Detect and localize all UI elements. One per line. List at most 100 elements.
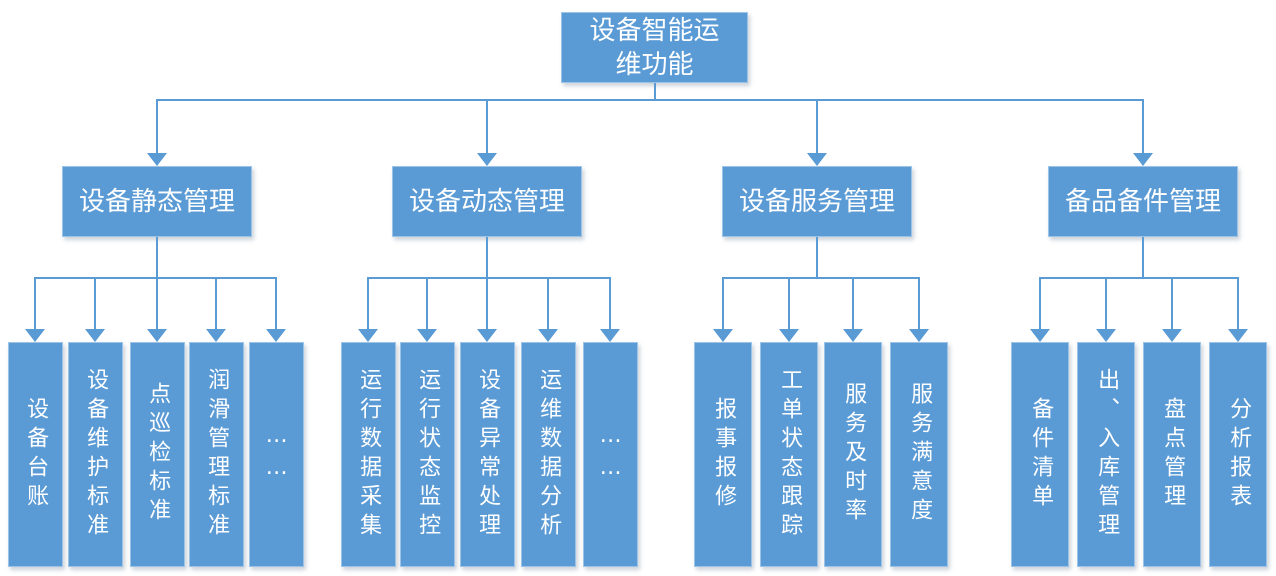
branch-node: 设备服务管理: [722, 166, 912, 237]
arrow-down-icon: [266, 329, 286, 342]
leaf-node-label: 运行数据采集: [356, 367, 382, 542]
arrow-down-icon: [600, 329, 620, 342]
leaf-node-label: 分析报表: [1226, 396, 1252, 513]
leaf-node: 设备台账: [7, 342, 63, 567]
leaf-node-label: 报事报修: [711, 396, 737, 513]
connector-line-vertical: [816, 237, 818, 278]
leaf-node: ……: [582, 342, 638, 567]
connector-line-vertical: [156, 237, 158, 278]
connector-line-vertical: [215, 278, 217, 331]
leaf-node-label: 工单状态跟踪: [777, 367, 803, 542]
branch-node-label: 备品备件管理: [1064, 186, 1221, 217]
branch-node: 备品备件管理: [1048, 166, 1238, 237]
leaf-node: 点巡检标准: [129, 342, 185, 567]
leaf-node: 运行数据采集: [340, 342, 396, 567]
leaf-node-label: 服务满意度: [907, 382, 933, 527]
connector-line-vertical: [486, 278, 488, 331]
branch-node-label: 设备静态管理: [78, 186, 235, 217]
arrow-down-icon: [807, 153, 827, 166]
arrow-down-icon: [1096, 329, 1116, 342]
arrow-down-icon: [147, 329, 167, 342]
leaf-node: 润滑管理标准: [188, 342, 244, 567]
leaf-node: 运行状态监控: [399, 342, 455, 567]
connector-line-vertical: [34, 278, 36, 331]
connector-line-horizontal: [156, 99, 1144, 101]
leaf-node-label: 运维数据分析: [536, 367, 562, 542]
connector-line-vertical: [156, 100, 158, 155]
arrow-down-icon: [538, 329, 558, 342]
leaf-node-label: 运行状态监控: [415, 367, 441, 542]
leaf-node: 盘点管理: [1143, 342, 1201, 567]
leaf-node-label: 备件清单: [1028, 396, 1054, 513]
leaf-node: 运维数据分析: [520, 342, 576, 567]
leaf-node-label: 润滑管理标准: [204, 367, 230, 542]
leaf-node: 服务满意度: [890, 342, 948, 567]
leaf-node: 分析报表: [1209, 342, 1267, 567]
connector-line-horizontal: [34, 277, 277, 279]
arrow-down-icon: [477, 329, 497, 342]
connector-line-vertical: [367, 278, 369, 331]
leaf-node: 报事报修: [694, 342, 752, 567]
connector-line-vertical: [1142, 100, 1144, 155]
connector-line-vertical: [1105, 278, 1107, 331]
connector-line-horizontal: [722, 277, 920, 279]
connector-line-vertical: [426, 278, 428, 331]
leaf-node: 备件清单: [1011, 342, 1069, 567]
connector-line-vertical: [1237, 278, 1239, 331]
connector-line-vertical: [1171, 278, 1173, 331]
arrow-down-icon: [1030, 329, 1050, 342]
leaf-node: 服务及时率: [824, 342, 882, 567]
branch-node: 设备静态管理: [62, 166, 252, 237]
connector-line-vertical: [94, 278, 96, 331]
leaf-node-label: 设备台账: [23, 396, 49, 513]
branch-node-label: 设备服务管理: [738, 186, 895, 217]
connector-line-vertical: [722, 278, 724, 331]
connector-line-vertical: [156, 278, 158, 331]
leaf-node-label: 设备异常处理: [475, 367, 501, 542]
leaf-node-label: 出、入库管理: [1094, 367, 1120, 542]
root-node: 设备智能运维功能: [561, 12, 748, 83]
arrow-down-icon: [1133, 153, 1153, 166]
arrow-down-icon: [477, 153, 497, 166]
connector-line-vertical: [788, 278, 790, 331]
arrow-down-icon: [1228, 329, 1248, 342]
arrow-down-icon: [1162, 329, 1182, 342]
arrow-down-icon: [25, 329, 45, 342]
arrow-down-icon: [417, 329, 437, 342]
leaf-node-label: ……: [598, 422, 624, 487]
connector-line-vertical: [653, 83, 656, 100]
leaf-node-label: 盘点管理: [1160, 396, 1186, 513]
leaf-node-label: 设备维护标准: [83, 367, 109, 542]
arrow-down-icon: [147, 153, 167, 166]
connector-line-vertical: [852, 278, 854, 331]
leaf-node-label: ……: [264, 422, 290, 487]
branch-node: 设备动态管理: [392, 166, 582, 237]
root-node-label: 设备智能运维功能: [589, 15, 720, 80]
connector-line-vertical: [486, 100, 488, 155]
leaf-node: 设备异常处理: [459, 342, 515, 567]
connector-line-vertical: [816, 100, 818, 155]
connector-line-vertical: [1039, 278, 1041, 331]
leaf-node: 工单状态跟踪: [760, 342, 818, 567]
leaf-node: 出、入库管理: [1077, 342, 1135, 567]
arrow-down-icon: [843, 329, 863, 342]
arrow-down-icon: [206, 329, 226, 342]
connector-line-vertical: [547, 278, 549, 331]
connector-line-horizontal: [1039, 277, 1239, 279]
leaf-node-label: 点巡检标准: [145, 382, 171, 527]
connector-line-vertical: [1142, 237, 1144, 278]
arrow-down-icon: [779, 329, 799, 342]
connector-line-vertical: [918, 278, 920, 331]
connector-line-vertical: [275, 278, 277, 331]
connector-line-vertical: [609, 278, 611, 331]
leaf-node: 设备维护标准: [67, 342, 123, 567]
leaf-node-label: 服务及时率: [841, 382, 867, 527]
connector-line-horizontal: [367, 277, 611, 279]
connector-line-vertical: [486, 237, 488, 278]
arrow-down-icon: [358, 329, 378, 342]
branch-node-label: 设备动态管理: [408, 186, 565, 217]
arrow-down-icon: [85, 329, 105, 342]
leaf-node: ……: [248, 342, 304, 567]
arrow-down-icon: [909, 329, 929, 342]
